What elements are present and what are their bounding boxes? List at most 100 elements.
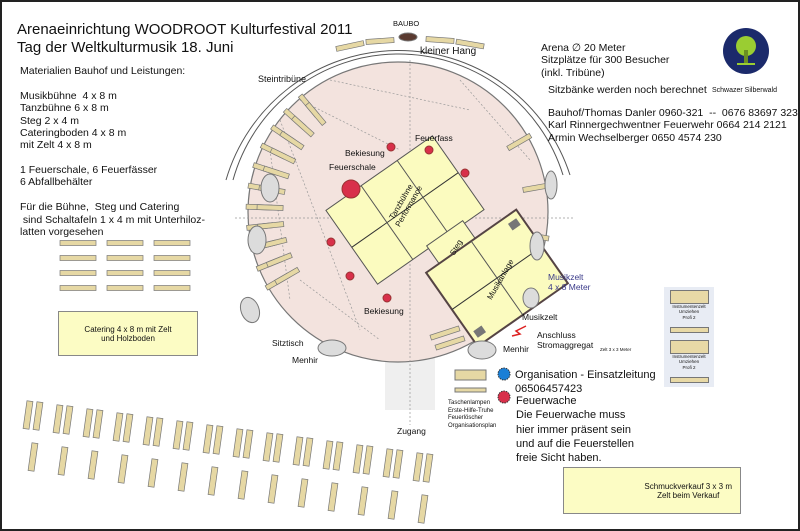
bench (357, 486, 369, 516)
bench (112, 412, 124, 442)
bench (272, 433, 284, 463)
fire-barrel-icon (326, 237, 336, 247)
label-menhir-right: Menhir (503, 344, 529, 354)
bench (417, 494, 429, 524)
bench (332, 441, 344, 471)
label-zugang: Zugang (397, 426, 426, 436)
fire-barrels (326, 142, 470, 303)
bench (177, 462, 189, 492)
bench (152, 417, 164, 447)
fire-barrel-icon (460, 168, 470, 178)
bench (57, 446, 69, 476)
label-kleiner-hang: kleiner Hang (420, 46, 477, 57)
bench (142, 416, 154, 446)
logo-caption: Schwazer Silberwald (712, 87, 777, 94)
bench (59, 240, 97, 246)
supply-note: Taschenlampen Erste-Hilfe-Truhe Feuerlös… (448, 400, 497, 429)
bench (59, 270, 97, 276)
materials-list: Materialien Bauhof und Leistungen: Musik… (20, 65, 205, 238)
bench (59, 285, 97, 291)
jewelry-sale-area: Schmuckverkauf 3 x 3 m Zelt beim Verkauf (563, 467, 741, 514)
bench (153, 240, 191, 246)
bench (322, 440, 334, 470)
bench (291, 115, 315, 138)
bench (242, 429, 254, 459)
bench (32, 401, 44, 431)
instrument-tent: Instrumentenzelt Umziehen Profi 2 (664, 287, 714, 337)
bench (455, 38, 485, 50)
bench (362, 445, 374, 475)
fire-barrel-icon (345, 271, 355, 281)
bench (365, 37, 395, 45)
bench (265, 252, 293, 268)
benches-note: Sitzbänke werden noch berechnet (548, 84, 707, 96)
label-bekiesung-bottom: Bekiesung (364, 306, 404, 316)
bench (59, 255, 97, 261)
label-feuerschale: Feuerschale (329, 162, 376, 172)
bench (262, 432, 274, 462)
arena-info: Arena ∅ 20 Meter Sitzplätze für 300 Besu… (541, 42, 670, 79)
bench (52, 404, 64, 434)
bench (82, 408, 94, 438)
fire-barrel-icon (424, 145, 434, 155)
catering-area: Catering 4 x 8 m mit Zelt und Holzboden (58, 311, 198, 356)
bench (292, 436, 304, 466)
label-steintribuene: Steintribüne (258, 74, 307, 84)
tribune-arc-outer (225, 50, 571, 181)
legend-feuerwache: Feuerwache Die Feuerwache muss hier imme… (516, 395, 635, 465)
bench (92, 409, 104, 439)
tribune-arc-inner (232, 53, 564, 181)
page-title: Arenaeinrichtung WOODROOT Kulturfestival… (17, 21, 353, 56)
bench (153, 285, 191, 291)
bench (87, 450, 99, 480)
label-musikzelt: Musikzelt (522, 312, 558, 322)
legend-table-icon (454, 369, 487, 381)
bench (106, 255, 144, 261)
bench (327, 482, 339, 512)
label-bekiesung-top: Bekiesung (345, 148, 385, 158)
bench (335, 40, 365, 52)
legend-organisation: Organisation - Einsatzleitung 0650645742… (515, 369, 656, 396)
logo (723, 28, 769, 74)
bench (106, 285, 144, 291)
bench (352, 444, 364, 474)
label-sitztisch: Sitztisch (272, 338, 304, 348)
bench (302, 437, 314, 467)
bench (106, 270, 144, 276)
bench (387, 490, 399, 520)
bench (27, 442, 39, 472)
fire-barrel-icon (386, 142, 396, 152)
bench (212, 425, 224, 455)
bench (147, 458, 159, 488)
bench (304, 101, 327, 127)
bench (256, 204, 284, 211)
bench (117, 454, 129, 484)
label-feuerfass: Feuerfass (415, 133, 453, 143)
instrument-tent: Instrumentenzelt Umziehen Profi 2 (664, 337, 714, 387)
bench (506, 132, 533, 152)
bench (262, 165, 290, 180)
bench (429, 325, 461, 341)
bench (62, 405, 74, 435)
baubo-stone (398, 32, 418, 42)
bench (269, 147, 297, 165)
bench (153, 270, 191, 276)
bench (434, 335, 466, 351)
bench (267, 474, 279, 504)
bench (207, 466, 219, 496)
label-musikzelt-note: Musikzelt 4 x 8 Meter (548, 272, 591, 292)
bench (392, 449, 404, 479)
bench (202, 424, 214, 454)
bench (412, 452, 424, 482)
label-zelt-small: Zelt 3 x 3 Meter (600, 347, 632, 352)
bench (172, 420, 184, 450)
label-anschluss: Anschluss Stromaggregat (537, 330, 594, 351)
bench (422, 453, 434, 483)
menhir-rocks (239, 32, 558, 360)
label-baubo: BAUBO (393, 19, 420, 28)
fire-barrel-icon (382, 293, 392, 303)
bench (279, 130, 305, 151)
bench (274, 266, 301, 286)
bench-group (22, 36, 550, 524)
